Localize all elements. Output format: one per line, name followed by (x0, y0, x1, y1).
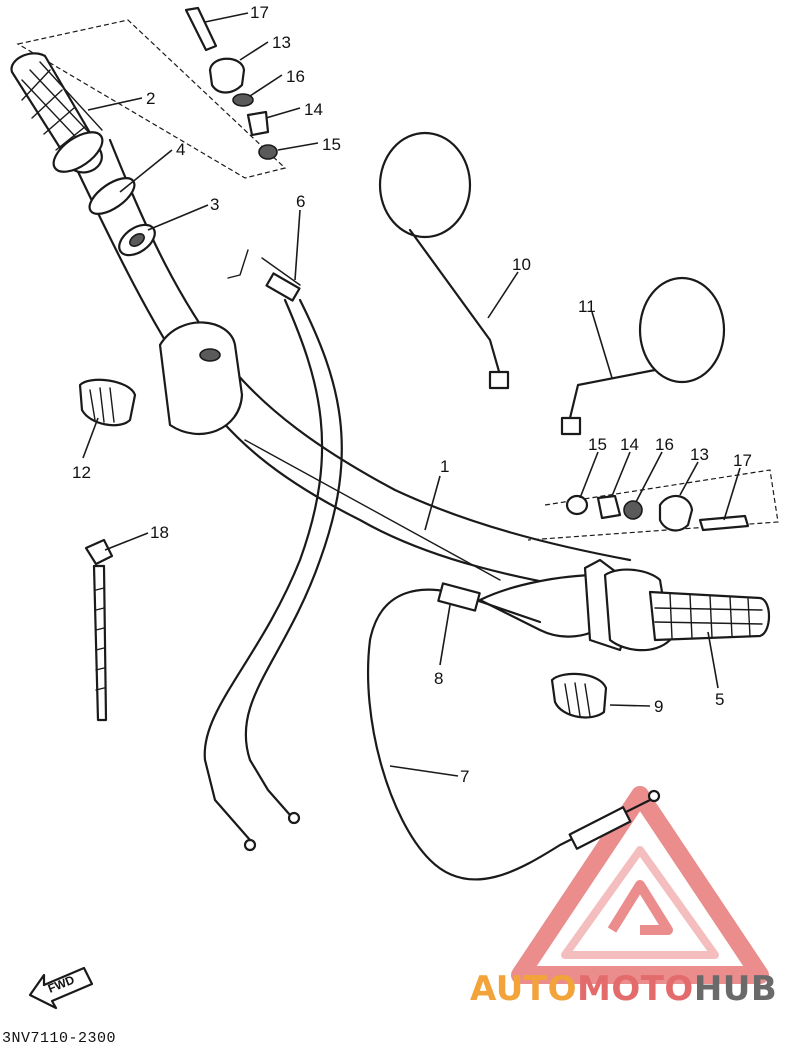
cable-tie (84, 538, 114, 722)
callout-13-right: 13 (690, 445, 709, 464)
callout-6: 6 (296, 192, 305, 211)
throttle-holder (118, 223, 156, 257)
callout-17-top: 17 (250, 3, 269, 22)
handlebar (68, 138, 632, 597)
callout-17-right: 17 (733, 451, 752, 470)
callout-15-top: 15 (322, 135, 341, 154)
callout-16-top: 16 (286, 67, 305, 86)
watermark-logo (511, 786, 769, 984)
diagram-code: 3NV7110-2300 (2, 1030, 117, 1047)
left-handlebar-switch (78, 378, 137, 427)
callout-10: 10 (512, 255, 531, 274)
callout-12: 12 (72, 463, 91, 482)
left-weight-assembly-box (16, 19, 287, 179)
callout-5: 5 (715, 690, 724, 709)
right-bar-end-hardware (565, 494, 750, 532)
left-bar-end-hardware (184, 6, 278, 160)
callout-18: 18 (150, 523, 169, 542)
callout-8: 8 (434, 669, 443, 688)
throttle-cables (203, 249, 343, 852)
left-mirror (378, 131, 510, 390)
callout-14-top: 14 (304, 100, 323, 119)
callout-9: 9 (654, 697, 663, 716)
right-weight-assembly-box (527, 469, 779, 541)
callout-7: 7 (460, 767, 469, 786)
callout-4: 4 (176, 140, 185, 159)
right-grip (603, 568, 771, 652)
right-handlebar-switch (550, 672, 608, 719)
leader-lines (82, 12, 741, 777)
callout-13-top: 13 (272, 33, 291, 52)
callout-1: 1 (440, 457, 449, 476)
fwd-arrow-icon: FWD (28, 966, 94, 1010)
right-mirror (560, 276, 726, 436)
watermark-part2: MOTO (577, 969, 694, 1009)
callout-3: 3 (210, 195, 219, 214)
watermark-part3: HUB (694, 969, 777, 1009)
clutch-cable (366, 582, 661, 881)
watermark-part1: AUTO (470, 969, 577, 1009)
left-switch-housing (158, 321, 244, 435)
callout-14-right: 14 (620, 435, 639, 454)
watermark-text: AUTOMOTOHUB (470, 969, 777, 1009)
callouts: 17 13 16 14 15 2 4 3 6 10 11 12 1 15 14 … (72, 3, 752, 786)
left-collar (88, 177, 136, 215)
housing-hole (199, 348, 221, 362)
left-grip (10, 52, 104, 174)
callout-11: 11 (578, 297, 596, 316)
callout-16-right: 16 (655, 435, 674, 454)
callout-15-right: 15 (588, 435, 607, 454)
callout-2: 2 (146, 89, 155, 108)
